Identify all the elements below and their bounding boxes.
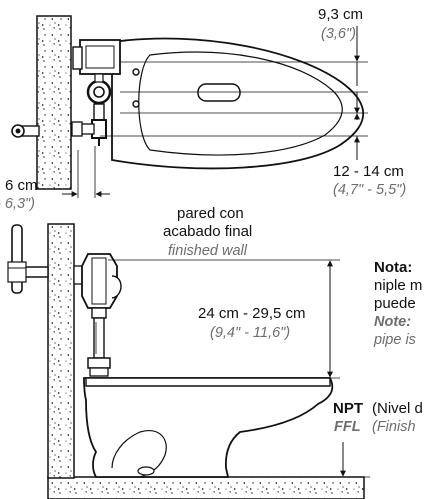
dim-left <box>62 146 110 198</box>
bolt-hole-1 <box>132 68 140 76</box>
bolt-hole-2 <box>132 100 140 108</box>
flush-valve <box>73 253 122 377</box>
dim-height <box>108 259 340 379</box>
note-title-es: Nota: <box>374 259 412 276</box>
ffl-text: (Finish <box>372 419 416 435</box>
note-title-en: Note: <box>374 314 411 330</box>
floor-slab <box>47 476 365 499</box>
note-line-en: pipe is <box>373 332 416 348</box>
wall-label-line2: acabado final <box>163 223 252 240</box>
dim-top-in: (3,6") <box>321 26 356 42</box>
top-view: 9,3 cm (3,6") 12 - 14 cm (4,7" - 5,5") 6… <box>0 6 406 212</box>
dim-top <box>100 26 368 160</box>
dim-right-in: (4,7" - 5,5") <box>333 182 406 198</box>
dim-left-cm: 6 cm <box>5 177 38 194</box>
dim-top-cm: 9,3 cm <box>318 6 363 23</box>
top-wall <box>36 15 72 190</box>
top-valve <box>71 39 121 146</box>
note-line1-es: niple m <box>374 277 422 294</box>
side-wall <box>47 223 75 479</box>
side-view: 24 cm - 29,5 cm (9,4" - 11,6") pared con… <box>7 205 423 499</box>
height-in: (9,4" - 11,6") <box>210 325 290 341</box>
height-cm: 24 cm - 29,5 cm <box>198 305 306 322</box>
note-line2-es: puede <box>374 295 416 312</box>
npt-text: (Nivel d <box>372 400 423 417</box>
ffl-abbr: FFL <box>334 419 361 435</box>
top-side-pipe <box>11 124 40 138</box>
wall-label-line1: pared con <box>177 205 244 222</box>
side-supply-pipe <box>7 224 49 294</box>
npt-abbr: NPT <box>333 400 363 417</box>
dim-right-cm: 12 - 14 cm <box>333 163 404 180</box>
drain-opening <box>197 83 241 102</box>
toilet-bowl-side <box>83 377 334 478</box>
dim-left-in: - 6,3") <box>0 196 35 212</box>
wall-label-en: finished wall <box>168 243 248 259</box>
